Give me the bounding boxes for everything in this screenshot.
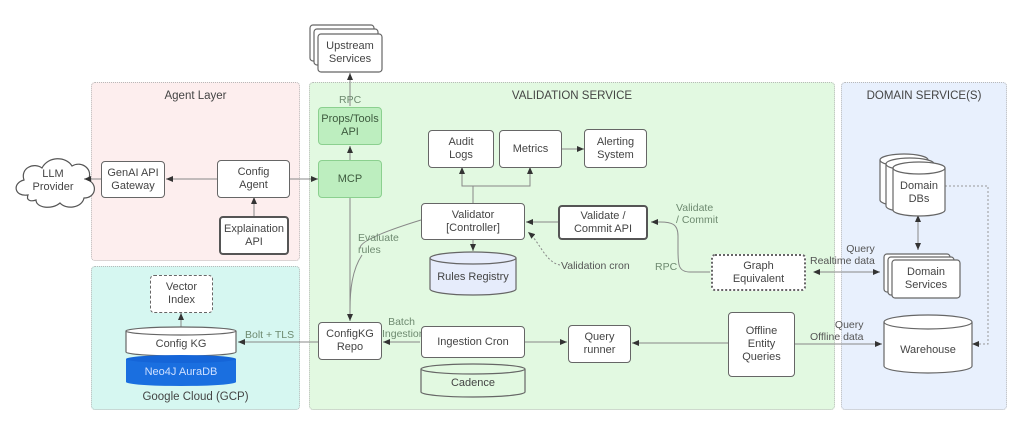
offline-entity-queries: Offline Entity Queries xyxy=(728,312,795,377)
query-runner: Query runner xyxy=(568,325,631,363)
domain-dbs: Domain DBs xyxy=(900,180,938,205)
gcp-title: Google Cloud (GCP) xyxy=(142,391,249,403)
label-bolt-tls: Bolt + TLS xyxy=(245,329,295,341)
cadence-cylinder xyxy=(420,363,526,398)
domain-services: Domain Services xyxy=(904,266,948,291)
agent-layer-title: Agent Layer xyxy=(164,90,227,102)
genai-api-gateway: GenAI API Gateway xyxy=(101,161,165,198)
edge-validation-cron xyxy=(527,231,561,266)
upstream-services-stack xyxy=(309,24,383,73)
label-rpc-graph: RPC xyxy=(655,261,678,273)
validator-controller: Validator [Controller] xyxy=(421,203,525,240)
label-query-realtime: Query Realtime data xyxy=(810,243,875,267)
rules-registry-cylinder xyxy=(429,251,517,296)
edge-validator-evaluate-rules xyxy=(349,219,422,311)
configkg-repo: ConfigKG Repo xyxy=(318,322,382,360)
label-validation-cron: Validation cron xyxy=(561,260,630,272)
domain-services-title: DOMAIN SERVICE(S) xyxy=(866,90,982,102)
label-validate-commit: Validate / Commit xyxy=(676,202,718,226)
label-rpc-upstream: RPC xyxy=(339,94,362,106)
llm-provider: LLM Provider xyxy=(32,168,74,193)
warehouse-cylinder xyxy=(883,314,973,374)
config-kg: Config KG xyxy=(155,337,207,350)
audit-logs: Audit Logs xyxy=(428,130,494,168)
validate-commit-api: Validate / Commit API xyxy=(558,205,648,240)
config-agent: Config Agent xyxy=(217,160,290,198)
neo4j-auradb-cylinder xyxy=(126,355,236,386)
graph-equivalent: Graph Equivalent xyxy=(711,254,806,291)
props-tools-api: Props/Tools API xyxy=(318,107,382,145)
neo4j-auradb: Neo4J AuraDB xyxy=(144,365,218,378)
warehouse: Warehouse xyxy=(900,343,956,356)
validation-service-title: VALIDATION SERVICE xyxy=(511,90,633,102)
metrics: Metrics xyxy=(499,130,562,168)
edge-domain-dbs-to-warehouse xyxy=(945,185,989,347)
cadence: Cadence xyxy=(450,376,496,389)
explanation-api: Explaination API xyxy=(219,216,289,255)
edge-graph-to-validate-api xyxy=(651,219,710,273)
rules-registry: Rules Registry xyxy=(437,270,509,283)
upstream-services: Upstream Services xyxy=(326,40,374,65)
domain-services-stack xyxy=(883,253,961,299)
mcp: MCP xyxy=(318,160,382,198)
label-query-offline: Query Offline data xyxy=(810,319,864,343)
domain-dbs-cylinders xyxy=(879,153,946,217)
vector-index: Vector Index xyxy=(150,275,213,313)
edge-validator-to-audit-metrics xyxy=(461,172,531,204)
config-kg-cylinder xyxy=(125,326,237,357)
label-batch-ingestion: Batch Ingestion xyxy=(382,316,421,340)
ingestion-cron: Ingestion Cron xyxy=(421,326,525,358)
label-evaluate-rules: Evaluate rules xyxy=(358,232,399,256)
alerting-system: Alerting System xyxy=(584,129,647,168)
